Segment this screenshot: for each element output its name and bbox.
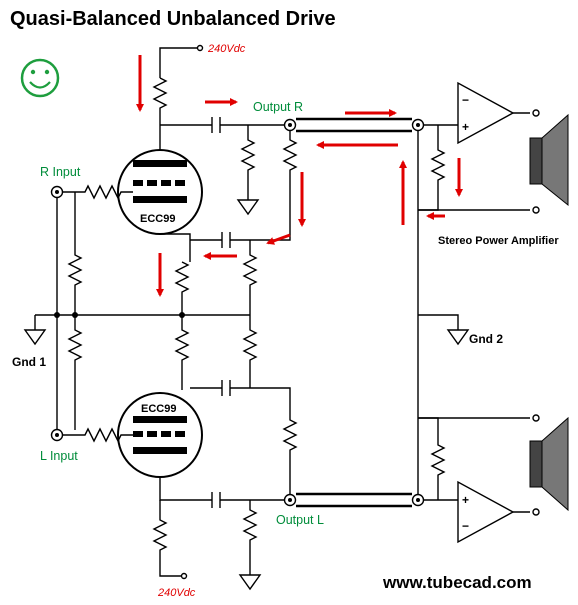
opamp-plus-sign: + <box>462 120 469 134</box>
speaker-icon <box>529 113 569 207</box>
supply-bottom-label: 240Vdc <box>157 587 196 599</box>
speaker-icon <box>529 416 569 512</box>
supply-top-label: 240Vdc <box>207 43 246 55</box>
coupling-cap-r-top <box>211 117 221 133</box>
r-input-label: R Input <box>40 165 81 179</box>
ground-icon <box>446 329 470 346</box>
opamp-plus-sign: + <box>462 493 469 507</box>
jack-icon <box>411 118 425 132</box>
ground-icon <box>236 199 260 216</box>
jack-icon <box>283 118 297 132</box>
opamp-minus-sign: − <box>462 519 469 533</box>
plate-resistor-top <box>152 77 168 125</box>
output-r-label: Output R <box>253 100 303 114</box>
jack-icon <box>411 493 425 507</box>
current-arrows <box>136 55 463 297</box>
opamp-minus-sign: − <box>462 93 469 107</box>
diagram-title: Quasi-Balanced Unbalanced Drive <box>10 8 336 30</box>
jack-icon <box>50 185 64 199</box>
tube-bottom-label: ECC99 <box>141 403 176 415</box>
opamp-icon <box>457 81 515 145</box>
amplifier-label: Stereo Power Amplifier <box>438 235 559 247</box>
output-l-label: Output L <box>276 513 324 527</box>
website-label: www.tubecad.com <box>382 573 532 592</box>
jack-icon <box>50 428 64 442</box>
ground-icon <box>238 574 262 591</box>
tube-top-label: ECC99 <box>140 213 175 225</box>
l-input-label: L Input <box>40 449 78 463</box>
smiley-icon <box>20 58 60 98</box>
gnd1-label: Gnd 1 <box>12 355 46 369</box>
opamp-icon <box>457 480 515 544</box>
gnd2-label: Gnd 2 <box>469 332 503 346</box>
jack-icon <box>283 493 297 507</box>
ground-icon <box>23 329 47 346</box>
triode-top <box>117 149 203 235</box>
